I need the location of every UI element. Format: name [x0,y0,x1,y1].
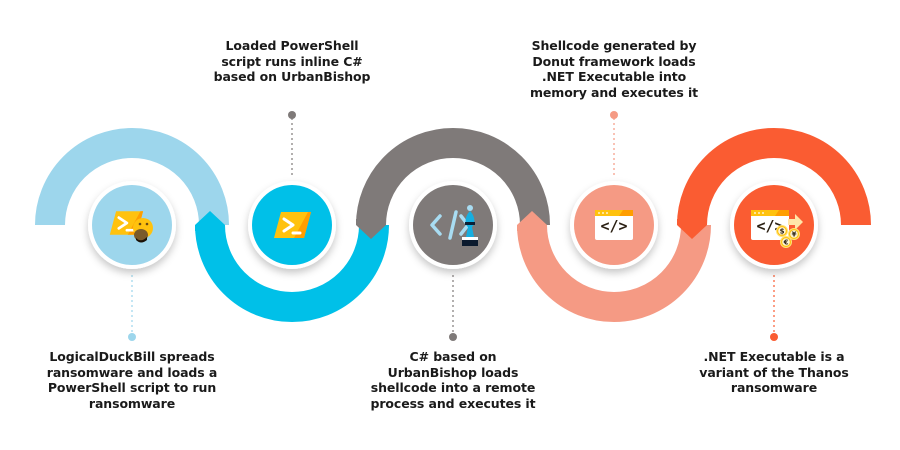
code-window-ransom-coins-icon: </>$¥€ [751,210,803,248]
code-glyph-icon: </> [600,217,627,235]
window-titlebar-icon [751,210,789,216]
slash-icon [448,210,458,240]
step-3-node [409,181,497,269]
step-4-band [517,224,711,322]
window-dot-icon [602,212,604,214]
duck-bill-icon [134,229,148,241]
bishop-base-icon [462,240,478,246]
step-2-chevron-join [195,211,225,231]
caption-line: .NET Executable into [541,69,687,84]
caption-line: PowerShell script to run [47,380,217,395]
coin-face-icon [782,238,790,246]
caption-line: LogicalDuckBill spreads [49,349,215,364]
step-4-connector-dot [610,111,618,119]
bishop-collar-icon [465,222,475,225]
step-1-band [35,128,229,226]
step-3-chevron-join [356,219,386,239]
window-dot-icon [598,212,600,214]
wave-bands [35,128,871,322]
window-dot-icon [754,212,756,214]
coin-face-icon [778,227,786,235]
step-2-node [248,181,336,269]
caption-line: script runs inline C# [221,53,363,69]
connectors [128,111,778,341]
window-dot-icon [762,212,764,214]
step-5-connector-dot [770,333,778,341]
bishop-base-top-icon [462,237,478,240]
step-5-chevron-join [677,219,707,239]
coin-symbol-icon: € [783,239,789,247]
duck-bill-shadow-icon [136,237,147,243]
caption-line: shellcode into a remote [370,380,536,395]
coin-symbol-icon: $ [780,228,785,236]
step-1-node [88,181,176,269]
code-window-icon: </> [595,210,633,240]
step-2-connector-dot [288,111,296,119]
caption-line: based on UrbanBishop [213,69,371,84]
caption-line: memory and executes it [529,84,699,100]
step-5-band [677,128,871,226]
caption-line: ransomware and loads a [46,364,218,380]
prompt-chevron-icon [117,216,129,230]
window-dot-icon [606,212,608,214]
powershell-icon [274,212,311,238]
caption-line: UrbanBishop loads [387,364,519,380]
prompt-chevron-icon [282,217,295,233]
step-5-node: </>$¥€ [730,181,818,269]
window-frame-icon [595,210,633,240]
caption-line: C# based on [409,349,497,364]
caption-line: variant of the Thanos [699,364,849,380]
caption-line: Loaded PowerShell [225,38,359,53]
window-dot-icon [758,212,760,214]
caption-line: Donut framework loads [532,53,696,69]
caption-line: Shellcode generated by [531,38,697,53]
angle-left-icon [430,214,442,236]
step-3-band [356,128,550,226]
code-with-bishop-icon [430,205,478,246]
powershell-with-duckbill-icon [109,211,153,243]
bishop-top-icon [467,205,473,211]
duck-eye-icon [138,222,142,226]
duck-eye-icon [145,222,149,226]
caption-line: process and executes it [370,395,536,411]
caption-line: ransomware [730,380,818,395]
caption-line: .NET Executable is a [703,349,845,364]
step-nodes: </></>$¥€ [88,181,818,269]
window-titlebar-shade-icon [775,210,789,216]
step-1-connector-dot [128,333,136,341]
step-2-band [195,224,389,322]
coin-face-icon [790,230,798,238]
step-4-node: </> [570,181,658,269]
caption-line: ransomware [88,395,176,411]
window-titlebar-shade-icon [619,210,633,216]
window-titlebar-icon [595,210,633,216]
coin-symbol-icon: ¥ [792,231,797,239]
step-3-connector-dot [449,333,457,341]
step-4-chevron-join [517,211,547,231]
arrow-right-icon [788,214,803,230]
